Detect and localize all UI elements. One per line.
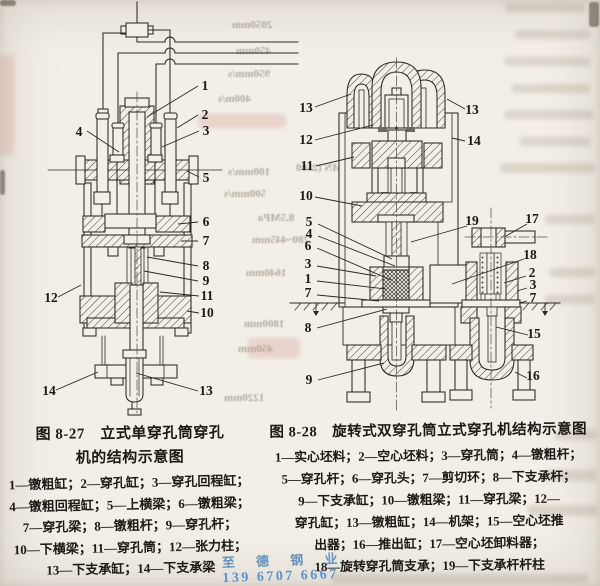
part-label: 8 <box>203 258 210 273</box>
part-label: 10 <box>299 188 313 203</box>
part-label: 1 <box>202 78 209 93</box>
part-label: 9 <box>306 372 313 387</box>
bleedthrough-smudge <box>515 30 590 39</box>
part-label: 4 <box>76 124 83 139</box>
part-label: 17 <box>525 211 539 226</box>
bleedthrough-smudge <box>545 295 595 304</box>
part-label: 8 <box>305 320 312 335</box>
figure-8-27-title-line1: 图 8-27 立式单穿孔筒穿孔 <box>35 425 225 443</box>
bleedthrough-smudge <box>198 114 286 128</box>
part-label: 6 <box>305 238 312 253</box>
figure-8-27-legend: 1—镦粗缸；2—穿孔缸；3—穿孔回程缸； 4—镦粗回程缸；5—上横梁；6—镦粗梁… <box>1 470 259 582</box>
figure-8-28-labels: 13 13 12 14 11 10 19 17 5 4 6 3 1 7 8 9 … <box>299 100 541 387</box>
part-label: 2 <box>529 265 536 280</box>
figure-8-27-drawing <box>47 1 299 417</box>
part-label: 11 <box>201 288 214 303</box>
scan-artifact <box>589 2 599 27</box>
figure-8-27-labels: 1 2 3 4 5 6 7 8 9 11 10 12 14 13 <box>42 78 214 398</box>
part-label: 14 <box>42 383 56 398</box>
part-label: 2 <box>202 107 209 122</box>
part-label: 11 <box>301 158 314 173</box>
part-label: 9 <box>203 273 210 288</box>
bleedthrough-smudge <box>545 470 597 481</box>
figure-8-27-leader-lines <box>55 85 200 392</box>
bleedthrough-smudge <box>505 110 593 119</box>
figures-canvas: 1 2 3 4 5 6 7 8 9 11 10 12 14 13 <box>42 1 561 417</box>
bleedthrough-smudge <box>500 163 595 173</box>
watermark: 至 德 钢 业 139 6707 6667 <box>221 548 347 586</box>
bleedthrough-smudge <box>550 268 595 277</box>
part-label: 7 <box>530 290 537 305</box>
bleedthrough-smudge <box>555 430 597 440</box>
scan-artifact <box>0 0 16 6</box>
bleedthrough-smudge <box>528 505 598 516</box>
bleedthrough-smudge <box>0 55 14 155</box>
part-label: 7 <box>203 233 210 248</box>
part-label: 7 <box>305 285 312 300</box>
legend-line: 穿孔缸；13—镦粗缸；14—机架；15—空心坯推 <box>294 513 564 531</box>
part-label: 13 <box>199 383 213 398</box>
part-label: 4 <box>306 226 313 241</box>
bleedthrough-smudge <box>248 338 300 358</box>
part-label: 10 <box>200 305 214 320</box>
part-label: 3 <box>530 277 537 292</box>
scan-artifact <box>0 170 5 195</box>
watermark-phone: 139 6707 6667 <box>222 567 340 586</box>
figure-8-28-title: 图 8-28 旋转式双穿孔筒立式穿孔机结构示意图 <box>269 421 588 441</box>
figure-8-28-drawing <box>289 57 561 413</box>
bleedthrough-smudge <box>545 215 595 224</box>
figure-8-27-title-line2: 机的结构示意图 <box>75 449 185 467</box>
part-label: 16 <box>526 368 540 383</box>
part-label: 3 <box>203 123 210 138</box>
part-label: 15 <box>527 326 541 341</box>
part-label: 5 <box>306 214 313 229</box>
bleedthrough-smudge <box>505 57 590 66</box>
part-label: 5 <box>203 170 210 185</box>
part-label: 19 <box>465 213 479 228</box>
part-label: 3 <box>305 256 312 271</box>
part-label: 12 <box>299 132 313 147</box>
bleedthrough-smudge <box>512 84 590 93</box>
part-label: 18 <box>523 247 537 262</box>
bleedthrough-smudge <box>520 137 590 146</box>
part-label: 6 <box>203 214 210 229</box>
part-label: 14 <box>467 133 481 148</box>
bleedthrough-smudge <box>505 3 585 12</box>
part-label: 13 <box>465 102 479 117</box>
part-label: 1 <box>305 271 312 286</box>
figure-8-28-leader-lines <box>314 93 529 381</box>
figure-8-27-caption: 图 8-27 立式单穿孔筒穿孔 机的结构示意图 1—镦粗缸；2—穿孔缸；3—穿孔… <box>2 422 258 580</box>
part-label: 13 <box>299 100 313 115</box>
bleedthrough-smudge <box>332 574 588 583</box>
part-label: 12 <box>44 290 58 305</box>
